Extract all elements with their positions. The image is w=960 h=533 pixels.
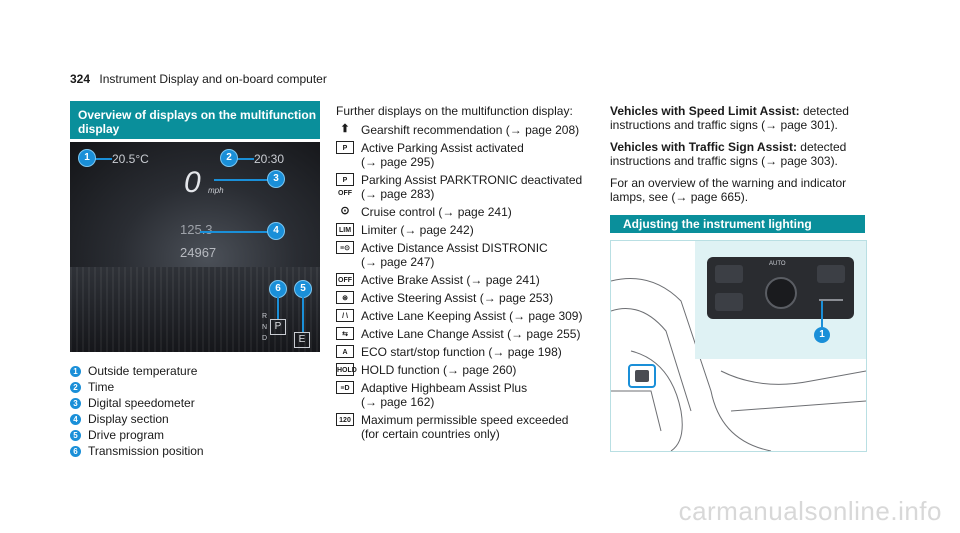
lighting-switch-illustration: AUTO 1 bbox=[610, 240, 867, 452]
further-displays-column: Further displays on the multifunction di… bbox=[336, 104, 596, 445]
display-item-text: Maximum permissible speed exceeded(for c… bbox=[361, 413, 569, 441]
section-heading-overview: Overview of displays on the multifunctio… bbox=[70, 101, 320, 139]
display-item-text: Parking Assist PARKTRONIC deactivated(→ … bbox=[361, 173, 583, 201]
display-symbol-icon: 120 bbox=[336, 413, 354, 426]
cluster-trip: 125.3 bbox=[180, 222, 213, 237]
display-item-text: HOLD function (→ page 260) bbox=[361, 363, 517, 377]
traffic-sign-note: Vehicles with Traffic Sign Assist: detec… bbox=[610, 140, 847, 168]
display-item-text: Cruise control (→ page 241) bbox=[361, 205, 512, 219]
display-symbol-icon: P bbox=[336, 141, 354, 154]
drive-program-box: E bbox=[294, 332, 310, 348]
display-symbol-icon: ⇆ bbox=[336, 327, 354, 340]
display-symbol-icon: ≡⊙ bbox=[336, 241, 354, 254]
light-switch-knob bbox=[765, 277, 797, 309]
display-item-text: Active Lane Change Assist (→ page 255) bbox=[361, 327, 581, 341]
display-list-item: A ECO start/stop function (→ page 198) bbox=[336, 345, 596, 359]
gear-d: D bbox=[262, 335, 268, 342]
light-button bbox=[715, 293, 743, 311]
gear-r: R bbox=[262, 313, 268, 320]
display-symbol-icon: / \ bbox=[336, 309, 354, 322]
section-heading-lighting: Adjusting the instrument lighting bbox=[610, 215, 865, 233]
cluster-temperature: 20.5°C bbox=[112, 152, 149, 166]
further-intro: Further displays on the multifunction di… bbox=[336, 104, 573, 118]
display-list-item: / \ Active Lane Keeping Assist (→ page 30… bbox=[336, 309, 596, 323]
display-item-text: Active Steering Assist (→ page 253) bbox=[361, 291, 554, 305]
display-symbol-icon: ⬆ bbox=[340, 123, 350, 135]
cluster-time: 20:30 bbox=[254, 152, 285, 166]
display-item-text: ECO start/stop function (→ page 198) bbox=[361, 345, 562, 359]
assist-notes-column: Vehicles with Speed Limit Assist: detect… bbox=[610, 104, 868, 212]
display-item-text: Active Parking Assist activated(→ page 2… bbox=[361, 141, 524, 169]
display-item-text: Active Distance Assist DISTRONIC(→ page … bbox=[361, 241, 548, 269]
display-list-item: ⇆ Active Lane Change Assist (→ page 255) bbox=[336, 327, 596, 341]
display-list-item: OFF Active Brake Assist (→ page 241) bbox=[336, 273, 596, 287]
callout-6: 6 bbox=[269, 280, 287, 298]
page-header: 324 Instrument Display and on-board comp… bbox=[70, 72, 327, 86]
watermark: carmanualsonline.info bbox=[678, 496, 942, 526]
display-list-item: P Active Parking Assist activated(→ page … bbox=[336, 141, 596, 169]
display-symbol-icon: ≡D bbox=[336, 381, 354, 394]
cluster-odometer: 24967 bbox=[180, 245, 217, 260]
cluster-speed: 0 bbox=[184, 166, 201, 199]
light-button bbox=[817, 265, 845, 283]
display-symbol-icon: LIM bbox=[336, 223, 354, 236]
display-list-item: HOLD HOLD function (→ page 260) bbox=[336, 363, 596, 377]
light-button bbox=[715, 265, 743, 283]
display-symbol-icon: ⊙ bbox=[340, 205, 350, 217]
display-list-item: ≡D Adaptive Highbeam Assist Plus(→ page 1… bbox=[336, 381, 596, 409]
instrument-cluster-image: 20.5°C 20:30 0 mph 125.3 24967 R N D P E… bbox=[70, 142, 320, 352]
display-symbol-icon: P OFF bbox=[336, 173, 354, 197]
display-item-text: Adaptive Highbeam Assist Plus(→ page 162… bbox=[361, 381, 528, 409]
warning-lamps-note: For an overview of the warning and indic… bbox=[610, 176, 847, 204]
display-symbol-icon: HOLD bbox=[336, 363, 357, 376]
speed-limit-note: Vehicles with Speed Limit Assist: detect… bbox=[610, 104, 849, 132]
display-symbol-icon: ⊛ bbox=[336, 291, 354, 304]
callout-3: 3 bbox=[267, 170, 285, 188]
callout-4: 4 bbox=[267, 222, 285, 240]
display-list-item: ⊛ Active Steering Assist (→ page 253) bbox=[336, 291, 596, 305]
display-item-text: Active Brake Assist (→ page 241) bbox=[361, 273, 540, 287]
display-list-item: P OFF Parking Assist PARKTRONIC deactivat… bbox=[336, 173, 596, 201]
display-list-item: ⬆ Gearshift recommendation (→ page 208) bbox=[336, 123, 596, 137]
display-symbol-icon: OFF bbox=[336, 273, 354, 286]
page-number: 324 bbox=[70, 72, 91, 86]
callout-2: 2 bbox=[220, 149, 238, 167]
gear-p-box: P bbox=[270, 319, 286, 335]
display-list-item: ⊙ Cruise control (→ page 241) bbox=[336, 205, 596, 219]
display-list-item: LIM Limiter (→ page 242) bbox=[336, 223, 596, 237]
cluster-speed-unit: mph bbox=[208, 186, 224, 195]
display-symbol-icon: A bbox=[336, 345, 354, 358]
callout-5: 5 bbox=[294, 280, 312, 298]
gear-n: N bbox=[262, 324, 268, 331]
knob-auto-label: AUTO bbox=[769, 261, 786, 267]
display-item-text: Gearshift recommendation (→ page 208) bbox=[361, 123, 580, 137]
display-item-text: Active Lane Keeping Assist (→ page 309) bbox=[361, 309, 583, 323]
display-item-text: Limiter (→ page 242) bbox=[361, 223, 474, 237]
light-switch-panel: AUTO bbox=[707, 257, 854, 319]
callout-1: 1 bbox=[78, 149, 96, 167]
display-list-item: ≡⊙ Active Distance Assist DISTRONIC(→ pag… bbox=[336, 241, 596, 269]
dashboard-sketch bbox=[611, 278, 866, 451]
callout-1-lighting: 1 bbox=[814, 327, 830, 343]
page-header-title: Instrument Display and on-board computer bbox=[99, 72, 327, 86]
display-list-item: 120 Maximum permissible speed exceeded(fo… bbox=[336, 413, 596, 441]
